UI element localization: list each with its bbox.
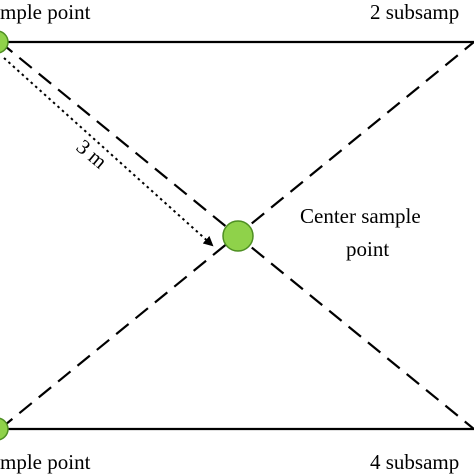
center-sample-point: [222, 220, 254, 252]
top-left-label: mple point: [0, 0, 91, 24]
center-label-line1: Center sample: [300, 204, 421, 228]
distance-label: 3 m: [72, 134, 112, 173]
bottom-left-label: mple point: [0, 450, 91, 474]
center-label-line2: point: [346, 237, 389, 261]
top-left-sample-point: [0, 30, 9, 54]
top-right-label: 2 subsamp: [370, 0, 459, 24]
distance-arrow: [3, 57, 214, 247]
bottom-right-label: 4 subsamp: [370, 450, 459, 474]
bottom-left-sample-point: [0, 417, 9, 441]
